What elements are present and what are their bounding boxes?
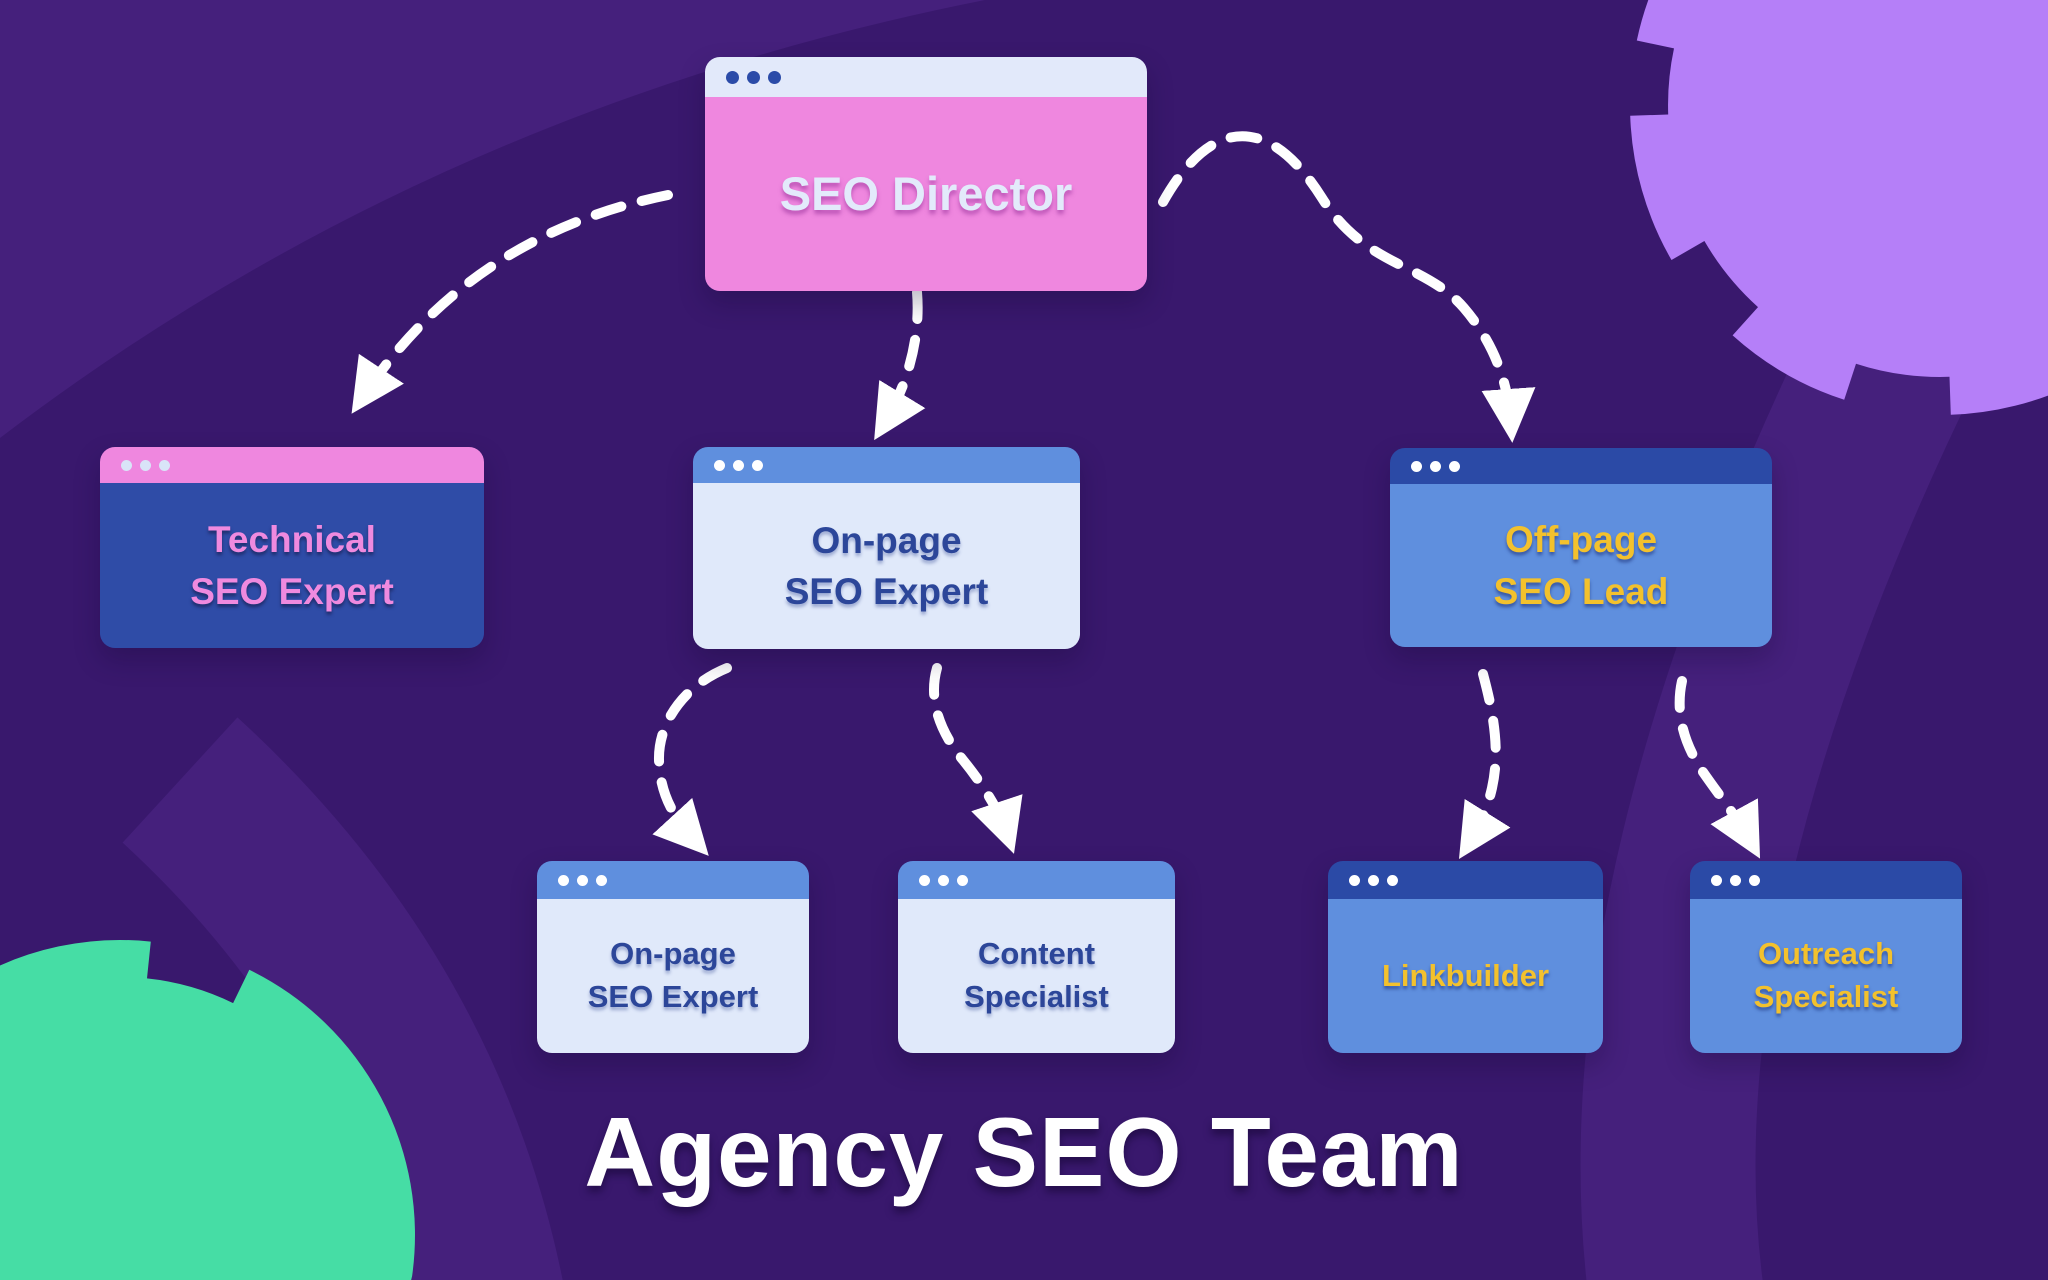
node-label: Outreach Specialist bbox=[1690, 899, 1962, 1053]
window-dot-icon bbox=[140, 459, 151, 471]
window-dot-icon bbox=[768, 70, 781, 84]
node-label-line: SEO Expert bbox=[190, 570, 394, 612]
diagram-title: Agency SEO Team bbox=[584, 1097, 1464, 1207]
arrow-onpage-to-onpage-specialist bbox=[652, 663, 732, 856]
node-content-specialist: Content Specialist bbox=[898, 861, 1175, 1053]
window-dot-icon bbox=[919, 874, 930, 886]
window-dot-icon bbox=[714, 459, 725, 471]
window-dot-icon bbox=[1349, 874, 1360, 886]
node-label-line: On-page bbox=[811, 519, 962, 561]
node-label-line: SEO Expert bbox=[587, 979, 759, 1014]
window-dot-icon bbox=[596, 874, 607, 886]
window-dot-icon bbox=[1411, 460, 1422, 472]
node-label: Content Specialist bbox=[898, 899, 1175, 1053]
window-dot-icon bbox=[1749, 874, 1760, 886]
window-dot-icon bbox=[1368, 874, 1379, 886]
window-dot-icon bbox=[733, 459, 744, 471]
node-label-line: Off-page bbox=[1504, 519, 1658, 561]
node-technical-seo-expert: Technical SEO Expert bbox=[100, 447, 484, 648]
window-dot-icon bbox=[938, 874, 949, 886]
window-dot-icon bbox=[1430, 460, 1441, 472]
arrow-offpage-to-linkbuilder bbox=[1458, 669, 1511, 860]
node-label-line: Outreach bbox=[1757, 936, 1895, 972]
node-linkbuilder: Linkbuilder bbox=[1328, 861, 1603, 1053]
arrow-director-to-technical bbox=[351, 190, 673, 414]
window-bar bbox=[1390, 448, 1772, 484]
window-bar bbox=[100, 447, 484, 483]
window-bar bbox=[705, 57, 1147, 97]
arrow-onpage-to-content bbox=[929, 663, 1023, 854]
window-bar bbox=[1328, 861, 1603, 899]
window-dot-icon bbox=[752, 459, 763, 471]
swirl-top-left bbox=[0, 0, 985, 438]
window-bar bbox=[537, 861, 809, 899]
node-label: On-page SEO Expert bbox=[693, 483, 1080, 649]
window-dot-icon bbox=[577, 874, 588, 886]
node-label: Off-page SEO Lead bbox=[1390, 484, 1772, 647]
window-dot-icon bbox=[558, 874, 569, 886]
node-onpage-seo-expert-lead: On-page SEO Expert bbox=[693, 447, 1080, 649]
node-onpage-seo-expert-specialist: On-page SEO Expert bbox=[537, 861, 809, 1053]
arrow-offpage-to-outreach bbox=[1674, 676, 1761, 859]
window-dot-icon bbox=[1711, 874, 1722, 886]
node-label: On-page SEO Expert bbox=[537, 899, 809, 1053]
swirl-right bbox=[1580, 240, 2008, 1280]
window-dot-icon bbox=[747, 70, 760, 84]
node-label: Technical SEO Expert bbox=[100, 483, 484, 648]
node-label: SEO Director bbox=[705, 97, 1147, 291]
window-bar bbox=[1690, 861, 1962, 899]
window-dot-icon bbox=[159, 459, 170, 471]
swirl-bottom-left bbox=[122, 717, 563, 1280]
node-label: Linkbuilder bbox=[1328, 899, 1603, 1053]
arrow-director-to-onpage bbox=[874, 287, 926, 441]
window-dot-icon bbox=[1387, 874, 1398, 886]
node-label-line: Technical bbox=[208, 519, 376, 561]
node-label-line: SEO Expert bbox=[784, 571, 989, 612]
window-bar bbox=[898, 861, 1175, 899]
node-label-line: Linkbuilder bbox=[1381, 957, 1550, 993]
node-offpage-seo-lead: Off-page SEO Lead bbox=[1390, 448, 1772, 647]
node-label-line: On-page bbox=[610, 936, 736, 972]
gear-circle-icon bbox=[1630, 0, 2048, 415]
node-label-line: Content bbox=[977, 936, 1096, 972]
node-seo-director: SEO Director bbox=[705, 57, 1147, 291]
green-circle-icon bbox=[0, 939, 415, 1280]
window-dot-icon bbox=[121, 459, 132, 471]
window-dot-icon bbox=[726, 70, 739, 84]
node-outreach-specialist: Outreach Specialist bbox=[1690, 861, 1962, 1053]
window-dot-icon bbox=[1730, 874, 1741, 886]
node-label-line: SEO Lead bbox=[1493, 570, 1669, 612]
node-label-line: Specialist bbox=[964, 979, 1109, 1014]
node-label-line: SEO Director bbox=[779, 166, 1073, 220]
window-dot-icon bbox=[957, 874, 968, 886]
window-dot-icon bbox=[1449, 460, 1460, 472]
node-label-line: Specialist bbox=[1753, 979, 1899, 1014]
arrow-director-to-offpage bbox=[1158, 131, 1536, 443]
window-bar bbox=[693, 447, 1080, 483]
